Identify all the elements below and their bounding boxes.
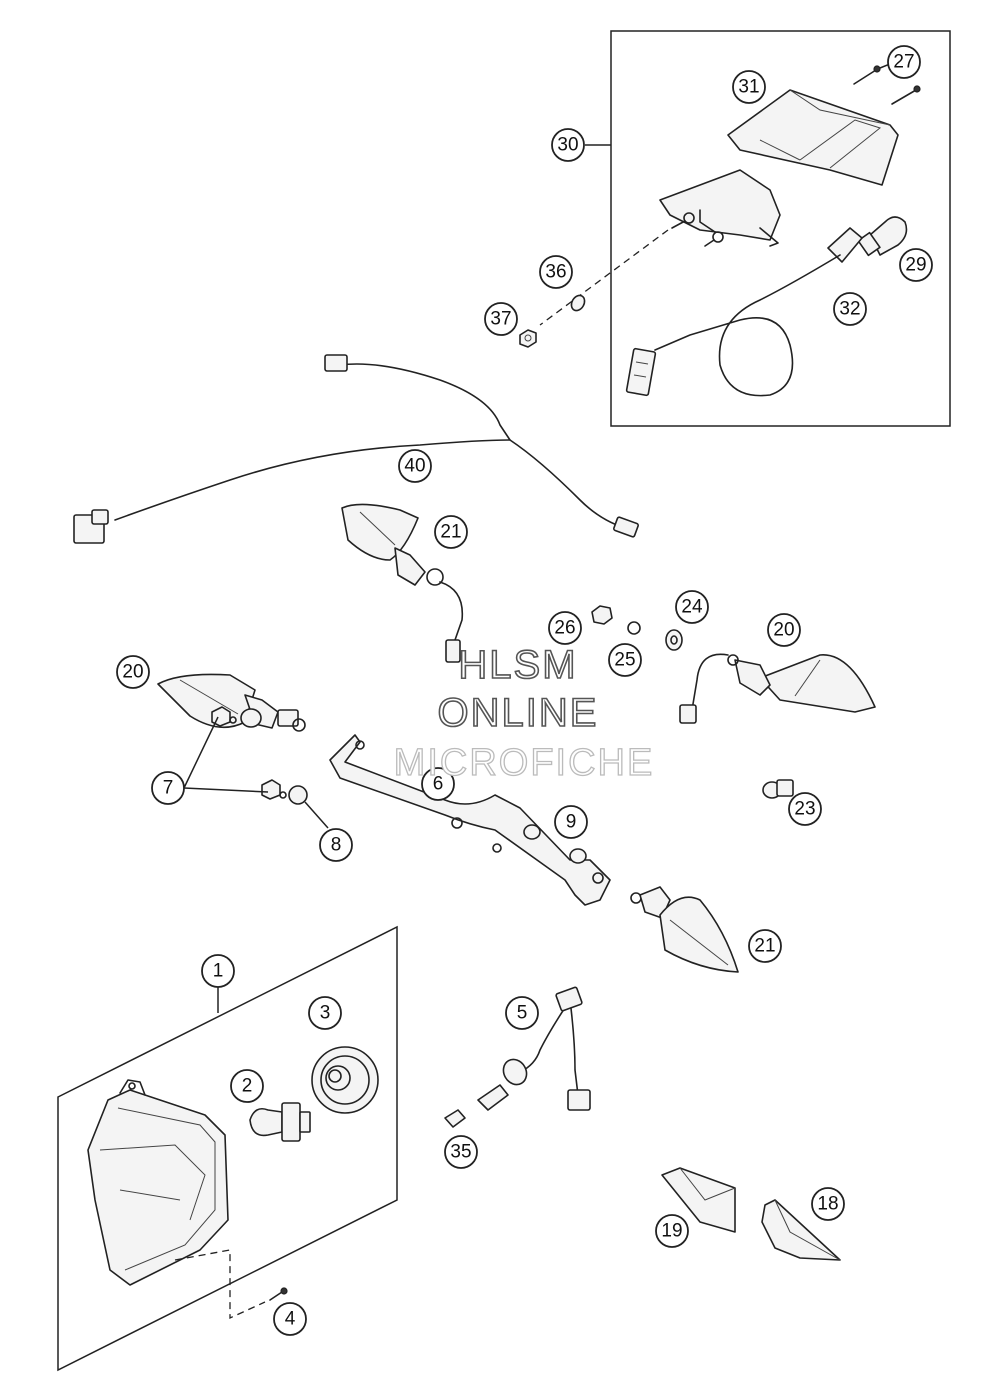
svg-text:MICROFICHE: MICROFICHE — [394, 742, 655, 784]
callout-2: 2 — [230, 1069, 264, 1103]
signal-bulb — [762, 779, 794, 799]
turn-signal-upper — [341, 503, 464, 663]
svg-text:29: 29 — [905, 255, 926, 276]
callout-24: 24 — [675, 590, 709, 624]
svg-text:24: 24 — [681, 597, 703, 618]
watermark: HLSM ONLINE MICROFICHE — [393, 642, 655, 784]
callout-35: 35 — [444, 1135, 478, 1169]
washer-and-nut — [519, 294, 586, 348]
callout-30: 30 — [551, 128, 585, 162]
svg-text:30: 30 — [557, 135, 578, 156]
bracket-spacers — [523, 824, 587, 864]
svg-text:27: 27 — [893, 52, 914, 73]
callout-6: 6 — [421, 767, 455, 801]
tail-light-lens — [727, 89, 899, 186]
callout-3: 3 — [308, 996, 342, 1030]
callout-20-right: 20 — [767, 613, 801, 647]
svg-text:4: 4 — [285, 1309, 296, 1330]
headlight-housing — [87, 1079, 229, 1286]
turn-signal-right — [679, 653, 876, 724]
callout-4: 4 — [273, 1302, 307, 1336]
callout-8: 8 — [319, 828, 353, 862]
svg-text:26: 26 — [554, 618, 575, 639]
callout-1: 1 — [201, 954, 235, 988]
svg-text:6: 6 — [433, 774, 444, 795]
headlight-bulb — [249, 1102, 311, 1142]
callout-21-upper: 21 — [434, 515, 468, 549]
svg-text:21: 21 — [440, 522, 461, 543]
callout-9: 9 — [554, 805, 588, 839]
leader-lines — [183, 716, 329, 829]
tail-light-housing — [659, 169, 781, 247]
tail-light-socket-harness — [625, 227, 863, 397]
reflector-lenses — [661, 1167, 841, 1261]
tail-light-group-box — [610, 30, 951, 427]
callout-40: 40 — [398, 449, 432, 483]
svg-text:20: 20 — [773, 620, 794, 641]
svg-text:19: 19 — [661, 1221, 682, 1242]
svg-text:3: 3 — [320, 1003, 331, 1024]
svg-text:20: 20 — [122, 662, 143, 683]
callout-23: 23 — [788, 792, 822, 826]
svg-text:21: 21 — [754, 936, 775, 957]
callout-32: 32 — [833, 292, 867, 326]
svg-text:18: 18 — [817, 1194, 838, 1215]
callout-36: 36 — [539, 255, 573, 289]
callout-19: 19 — [655, 1214, 689, 1248]
callout-31: 31 — [732, 70, 766, 104]
headlight-dust-cap — [311, 1046, 379, 1114]
callout-25: 25 — [608, 643, 642, 677]
svg-text:2: 2 — [242, 1076, 253, 1097]
callout-18: 18 — [811, 1187, 845, 1221]
callout-26: 26 — [548, 611, 582, 645]
svg-text:31: 31 — [738, 77, 759, 98]
callout-21-lower: 21 — [748, 929, 782, 963]
signal-small-parts — [591, 605, 683, 651]
callout-5: 5 — [505, 996, 539, 1030]
svg-text:HLSM: HLSM — [458, 643, 577, 687]
turn-signal-lower — [630, 886, 739, 973]
svg-text:32: 32 — [839, 299, 860, 320]
svg-text:23: 23 — [794, 799, 815, 820]
parking-light-harness — [444, 986, 591, 1128]
callout-20-left: 20 — [116, 655, 150, 689]
svg-text:25: 25 — [614, 650, 635, 671]
svg-text:8: 8 — [331, 835, 342, 856]
wiring-harness — [73, 354, 639, 544]
svg-text:35: 35 — [450, 1142, 471, 1163]
callout-7: 7 — [151, 771, 185, 805]
callout-37: 37 — [484, 302, 518, 336]
svg-text:7: 7 — [163, 778, 174, 799]
headlight-screw — [269, 1287, 288, 1301]
svg-text:ONLINE: ONLINE — [438, 691, 599, 735]
signal-bracket — [329, 734, 611, 906]
svg-text:40: 40 — [404, 456, 425, 477]
tail-light-bulb — [857, 216, 908, 257]
svg-text:5: 5 — [517, 1003, 528, 1024]
callout-27: 27 — [887, 45, 921, 79]
svg-text:9: 9 — [566, 812, 577, 833]
headlight-group-box — [57, 925, 398, 1372]
svg-text:36: 36 — [545, 262, 566, 283]
callout-29: 29 — [899, 248, 933, 282]
svg-text:37: 37 — [490, 309, 511, 330]
svg-text:1: 1 — [213, 961, 224, 982]
